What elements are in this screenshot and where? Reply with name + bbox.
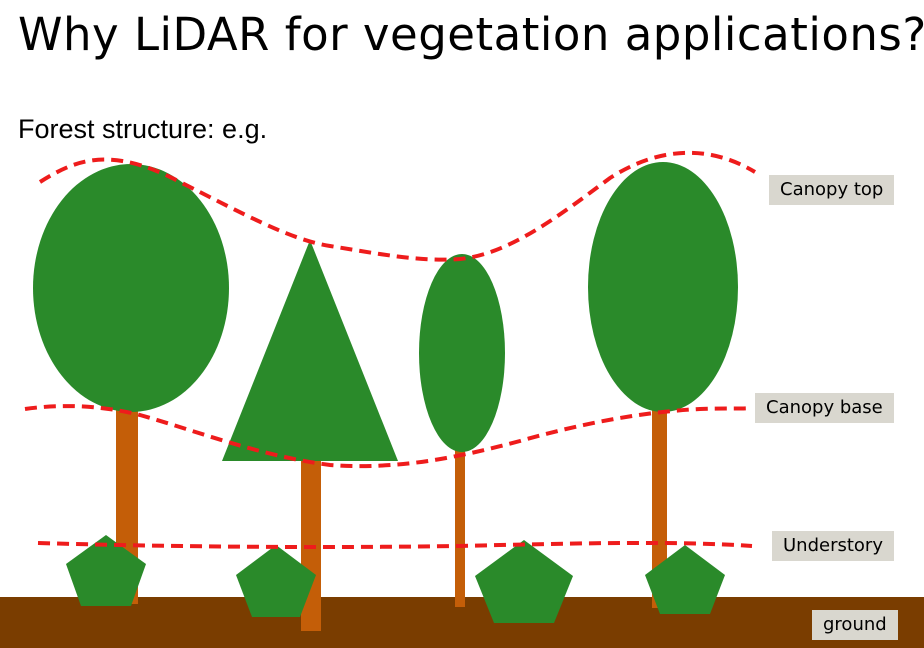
shrub-1 — [66, 535, 146, 606]
canopy-top-line — [38, 150, 757, 262]
slide-subtitle: Forest structure: e.g. — [18, 114, 268, 144]
shrub-4 — [645, 545, 725, 614]
slide-title: Why LiDAR for vegetation applications? — [18, 8, 924, 61]
tree-2-crown — [222, 240, 398, 461]
understory-label: Understory — [772, 531, 894, 561]
tree-4-crown — [588, 162, 738, 412]
shrub-2 — [236, 545, 316, 617]
tree-3-trunk — [455, 440, 465, 607]
canopy-base-line — [24, 404, 753, 469]
tree-1-crown — [33, 164, 229, 412]
understory-line — [37, 540, 753, 549]
tree-3-crown — [419, 254, 505, 452]
shrub-3 — [475, 540, 573, 623]
canopy-top-label: Canopy top — [769, 175, 895, 205]
canopy-base-label: Canopy base — [755, 393, 894, 423]
tree-4-trunk — [652, 398, 667, 608]
ground-label: ground — [812, 610, 898, 640]
